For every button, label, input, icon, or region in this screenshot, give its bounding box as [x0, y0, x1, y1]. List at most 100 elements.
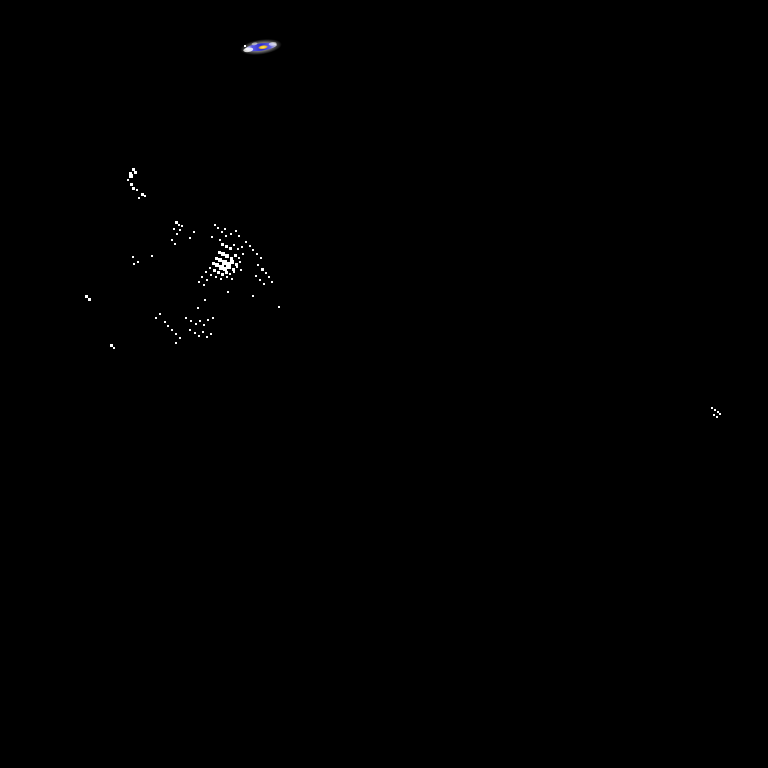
- sky-speck: [214, 256, 218, 260]
- sky-speck: [167, 325, 169, 327]
- sky-speck: [224, 244, 228, 248]
- sky-speck: [159, 313, 161, 315]
- sky-speck: [205, 271, 207, 273]
- sky-speck: [131, 186, 135, 190]
- sky-speck: [218, 264, 224, 270]
- sky-speck: [211, 261, 215, 265]
- sky-speck: [255, 275, 257, 277]
- sky-speck: [140, 192, 144, 196]
- sky-speck: [219, 239, 221, 241]
- sky-speck: [202, 331, 204, 333]
- sky-speck: [242, 253, 244, 255]
- sky-speck: [233, 271, 235, 273]
- sky-speck: [260, 257, 262, 259]
- sky-speck: [87, 297, 91, 301]
- sky-speck: [234, 262, 238, 266]
- sky-speck: [131, 167, 135, 171]
- sky-speck: [216, 270, 220, 274]
- sky-speck: [230, 260, 234, 264]
- sky-speck: [233, 244, 235, 246]
- sky-speck: [221, 231, 223, 233]
- sky-speck: [138, 197, 140, 199]
- sky-speck: [278, 306, 280, 308]
- sky-speck: [113, 347, 115, 349]
- sky-speck: [201, 276, 203, 278]
- sky-speck: [230, 233, 232, 235]
- sky-speck: [171, 239, 173, 241]
- sky-speck: [210, 274, 212, 276]
- sky-speck: [127, 179, 129, 181]
- sky-speck: [151, 255, 153, 257]
- sky-speck: [109, 343, 113, 347]
- sky-speck: [179, 337, 181, 339]
- sky-speck: [212, 268, 216, 272]
- sky-speck: [164, 321, 166, 323]
- sky-speck: [203, 284, 205, 286]
- sky-speck: [252, 295, 254, 297]
- sky-speck: [233, 253, 237, 257]
- sky-speck: [171, 329, 173, 331]
- sky-speck: [193, 231, 195, 233]
- sky-speck: [257, 264, 259, 266]
- sky-speck: [259, 279, 261, 281]
- sky-speck: [241, 246, 243, 248]
- sky-speck: [207, 319, 209, 321]
- sky-speck: [220, 278, 222, 280]
- sky-speck: [217, 227, 219, 229]
- sky-speck: [194, 332, 196, 334]
- sky-speck: [231, 278, 233, 280]
- sky-speck: [210, 333, 212, 335]
- sky-speck: [179, 229, 181, 231]
- sky-speck: [239, 261, 241, 263]
- sky-speck: [256, 253, 258, 255]
- sky-speck: [714, 409, 716, 411]
- sky-speck: [209, 267, 211, 269]
- sky-speck: [84, 294, 88, 298]
- sky-speck: [240, 269, 242, 271]
- sky-speck: [198, 335, 200, 337]
- sky-speck: [214, 224, 216, 226]
- sky-speck: [249, 245, 251, 247]
- sky-speck: [263, 283, 265, 285]
- sky-speck: [181, 225, 183, 227]
- sky-speck: [236, 266, 238, 268]
- sky-speck: [178, 224, 180, 226]
- sky-speck: [711, 407, 713, 409]
- sky-speck: [137, 261, 139, 263]
- sky-speck: [198, 281, 200, 283]
- sky-speck: [225, 254, 229, 258]
- sky-speck: [174, 243, 176, 245]
- sky-speck: [144, 195, 146, 197]
- sky-speck: [227, 265, 231, 269]
- sky-speck: [265, 272, 267, 274]
- sky-speck: [237, 248, 239, 250]
- sky-speck: [132, 256, 134, 258]
- sky-speck: [185, 317, 187, 319]
- sky-speck: [717, 411, 719, 413]
- sky-speck: [204, 299, 206, 301]
- sky-speck: [268, 276, 270, 278]
- sky-speck: [212, 317, 214, 319]
- sky-speck: [719, 413, 721, 415]
- sky-speck: [260, 267, 264, 271]
- sky-speck: [238, 257, 240, 259]
- sky-speck: [224, 228, 226, 230]
- sky-speck: [225, 261, 231, 267]
- sky-speck: [195, 323, 197, 325]
- sky-speck: [229, 256, 233, 260]
- sky-speck: [215, 263, 219, 267]
- sky-speck: [223, 267, 227, 271]
- sky-speck: [235, 230, 237, 232]
- sky-speck: [176, 233, 178, 235]
- sky-speck: [218, 258, 222, 262]
- sky-speck: [271, 281, 273, 283]
- sky-speck: [716, 416, 718, 418]
- sky-speck: [221, 259, 227, 265]
- sky-speck: [221, 252, 225, 256]
- sky-speck: [227, 291, 229, 293]
- sky-speck: [211, 236, 213, 238]
